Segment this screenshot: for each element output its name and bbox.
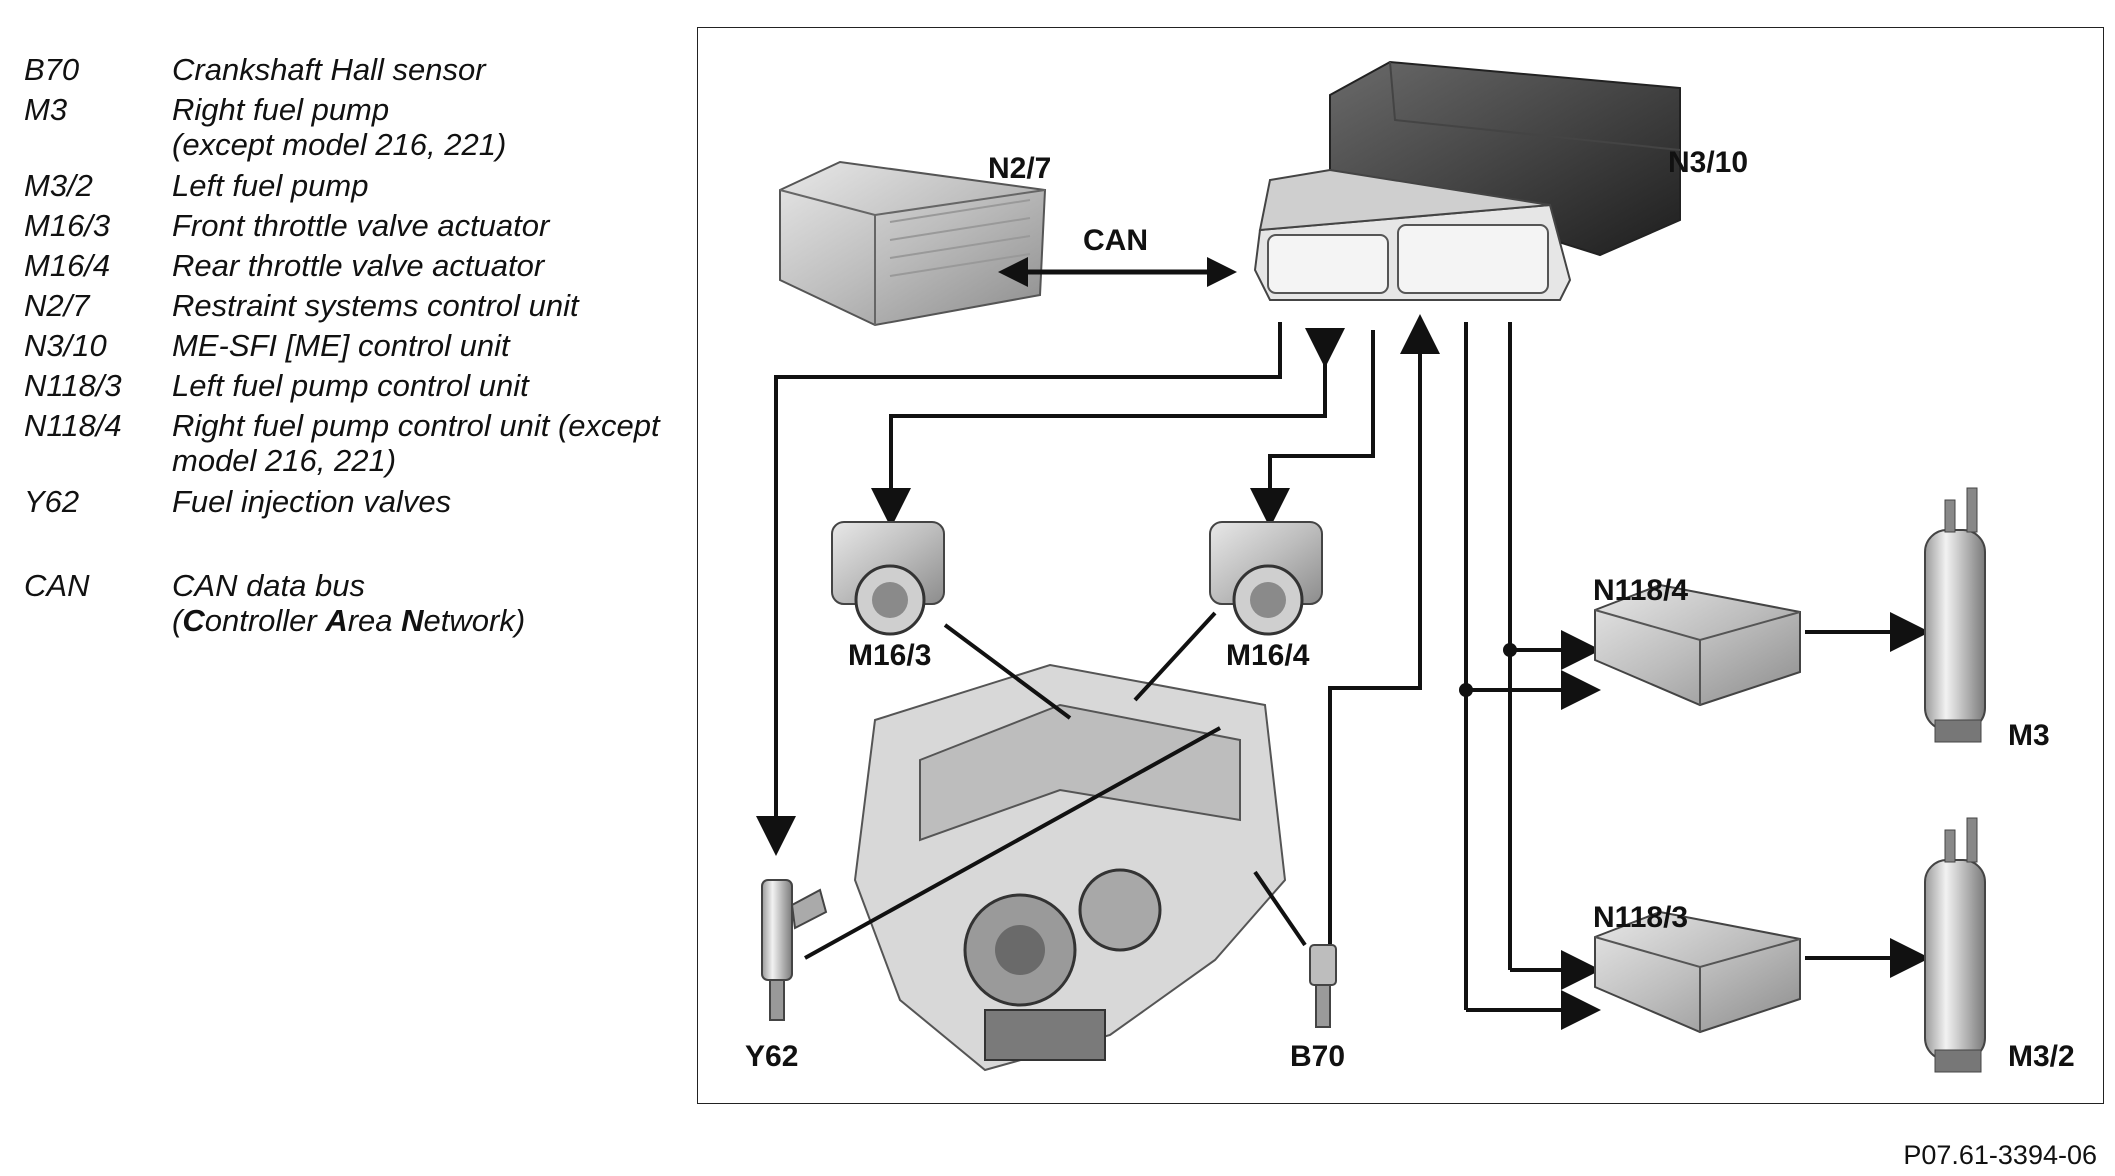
n118-4-unit-image [1594, 583, 1801, 707]
m16-3-actuator-image [831, 521, 945, 636]
legend-desc-line2: (except model 216, 221) [172, 127, 507, 162]
pointer-lines [804, 611, 1307, 960]
label-n118-4: N118/4 [1593, 574, 1688, 607]
legend-code: N2/7 [24, 288, 90, 323]
y62-injector-image [761, 879, 828, 1021]
junction-dot [1459, 683, 1473, 697]
legend-desc: Fuel injection valves [172, 484, 452, 519]
legend-desc: Right fuel pump (except model 216, 221) [172, 92, 692, 162]
legend-desc: Rear throttle valve actuator [172, 248, 545, 283]
m16-4-actuator-image [1209, 521, 1323, 636]
legend-code: M3/2 [24, 168, 93, 203]
can-paren: ( [172, 603, 183, 638]
can-letter-n: N [401, 603, 424, 638]
legend-desc-line1: CAN data bus [172, 568, 365, 603]
can-word-area: rea [347, 603, 402, 638]
n2-7-unit-image [779, 160, 1047, 327]
figure-reference: P07.61-3394-06 [1903, 1140, 2097, 1170]
can-word-controller: ontroller [204, 603, 326, 638]
legend-desc-line1: Right fuel pump control unit (except [172, 408, 660, 443]
label-m3-2: M3/2 [2008, 1040, 2075, 1073]
label-m16-3: M16/3 [848, 639, 931, 672]
legend-desc: Right fuel pump control unit (except mod… [172, 408, 692, 478]
legend-code: B70 [24, 52, 80, 87]
legend-desc-line2: model 216, 221) [172, 443, 397, 478]
legend-desc: Front throttle valve actuator [172, 208, 550, 243]
legend-code: N118/4 [24, 408, 122, 443]
can-letter-c: C [182, 603, 205, 638]
b70-sensor-image [1309, 944, 1337, 1028]
legend-desc: ME-SFI [ME] control unit [172, 328, 510, 363]
label-n118-3: N118/3 [1593, 901, 1688, 934]
label-can: CAN [1083, 224, 1148, 257]
n3-10-unit-image [1253, 60, 1681, 301]
can-word-network: etwork) [423, 603, 526, 638]
legend-code: Y62 [24, 484, 80, 519]
legend-desc: Restraint systems control unit [172, 288, 579, 323]
junction-dot [1503, 643, 1517, 657]
legend-code: N118/3 [24, 368, 122, 403]
legend-desc: Left fuel pump control unit [172, 368, 529, 403]
engine-image [853, 663, 1287, 1072]
diagram-frame [697, 27, 2104, 1104]
label-n2-7: N2/7 [988, 152, 1051, 185]
legend-code: M3 [24, 92, 68, 127]
label-m3: M3 [2008, 719, 2050, 752]
label-n3-10: N3/10 [1668, 146, 1748, 179]
can-letter-a: A [325, 603, 348, 638]
label-b70: B70 [1290, 1040, 1345, 1073]
n118-3-unit-image [1594, 910, 1801, 1034]
legend-code: N3/10 [24, 328, 107, 363]
legend-desc: Crankshaft Hall sensor [172, 52, 486, 87]
legend-desc-line1: Right fuel pump [172, 92, 390, 127]
legend-desc: Left fuel pump [172, 168, 369, 203]
m3-2-pump-image [1924, 817, 1986, 1073]
label-y62: Y62 [745, 1040, 798, 1073]
legend-desc: CAN data bus (Controller Area Network) [172, 568, 692, 638]
legend-desc-line2: (Controller Area Network) [172, 603, 692, 638]
legend-code: M16/3 [24, 208, 111, 243]
legend-code: M16/4 [24, 248, 111, 283]
legend-code: CAN [24, 568, 90, 603]
label-m16-4: M16/4 [1226, 639, 1310, 672]
m3-pump-image [1924, 487, 1986, 743]
